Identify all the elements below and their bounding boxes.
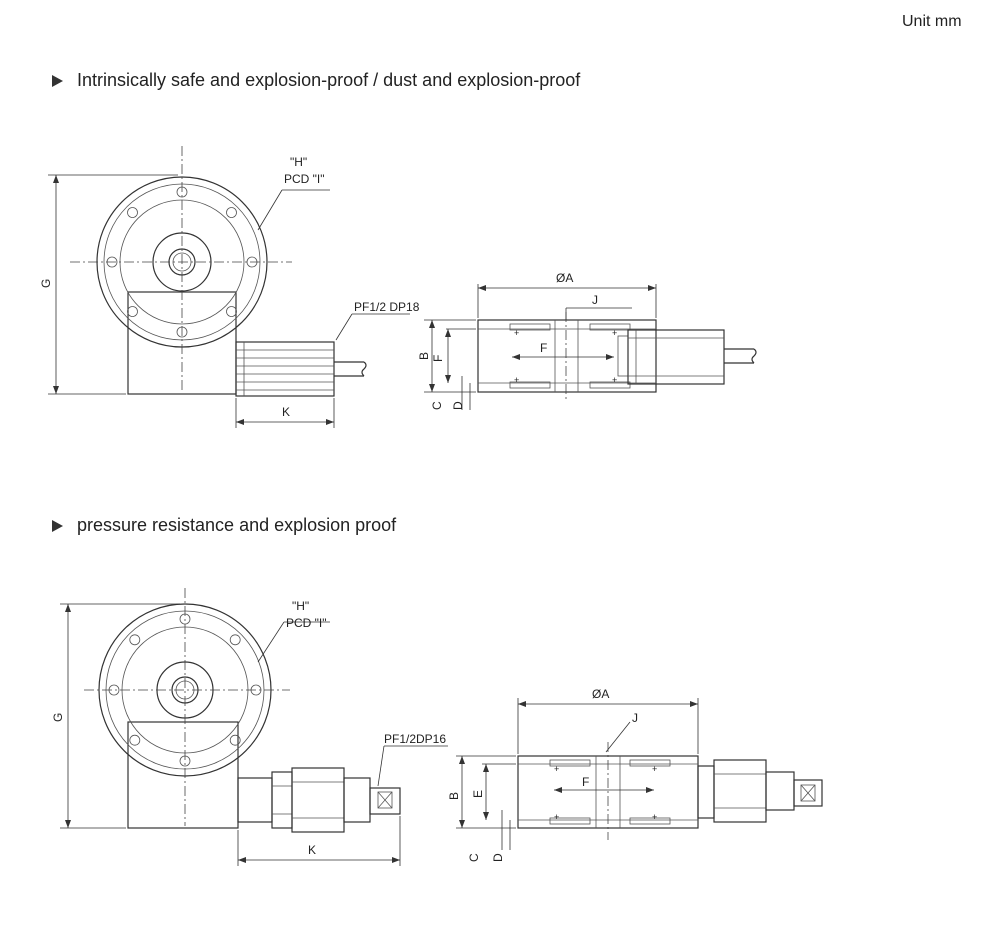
label-b: B	[447, 792, 461, 800]
section2-side-view: + + + + ØA J F B E	[447, 687, 823, 862]
svg-text:+: +	[514, 328, 519, 338]
svg-text:+: +	[652, 812, 657, 822]
label-pcd: PCD "I"	[284, 172, 325, 186]
label-c: C	[467, 853, 481, 862]
label-b: B	[417, 352, 431, 360]
label-a: ØA	[592, 687, 609, 701]
unit-label: Unit mm	[902, 13, 962, 30]
label-h: "H"	[292, 599, 309, 613]
svg-text:+: +	[612, 375, 617, 385]
svg-text:+: +	[612, 328, 617, 338]
section1-side-view: + + + + ØA J F B F	[417, 271, 757, 410]
label-d: D	[451, 401, 465, 410]
label-d: D	[491, 853, 505, 862]
section1-title: Intrinsically safe and explosion-proof /…	[77, 70, 581, 90]
triangle-bullet-icon	[52, 74, 63, 87]
svg-text:+: +	[652, 764, 657, 774]
label-j: J	[592, 293, 598, 307]
label-j: J	[632, 711, 638, 725]
section2-front-view: "H" PCD "I" PF1/2DP16 G K	[51, 588, 448, 866]
section1-heading: Intrinsically safe and explosion-proof /…	[52, 70, 580, 91]
triangle-bullet-icon	[52, 519, 63, 532]
svg-text:+: +	[514, 375, 519, 385]
label-g: G	[39, 279, 53, 288]
label-f: F	[582, 775, 589, 789]
label-e: E	[471, 790, 485, 798]
label-pcd: PCD "I"	[286, 616, 327, 630]
svg-text:+: +	[554, 812, 559, 822]
label-a: ØA	[556, 271, 573, 285]
label-h: "H"	[290, 155, 307, 169]
label-port: PF1/2DP16	[384, 732, 446, 746]
svg-text:+: +	[554, 764, 559, 774]
label-port: PF1/2 DP18	[354, 300, 420, 314]
label-f-horizontal: F	[540, 341, 547, 355]
section2-title: pressure resistance and explosion proof	[77, 515, 397, 535]
label-f-vertical: F	[431, 355, 445, 362]
label-c: C	[430, 401, 444, 410]
section1-front-view: "H" PCD "I" PF1/2 DP18 G K	[39, 146, 420, 428]
label-g: G	[51, 713, 65, 722]
label-k: K	[282, 405, 290, 419]
section2-heading: pressure resistance and explosion proof	[52, 515, 396, 536]
label-k: K	[308, 843, 316, 857]
